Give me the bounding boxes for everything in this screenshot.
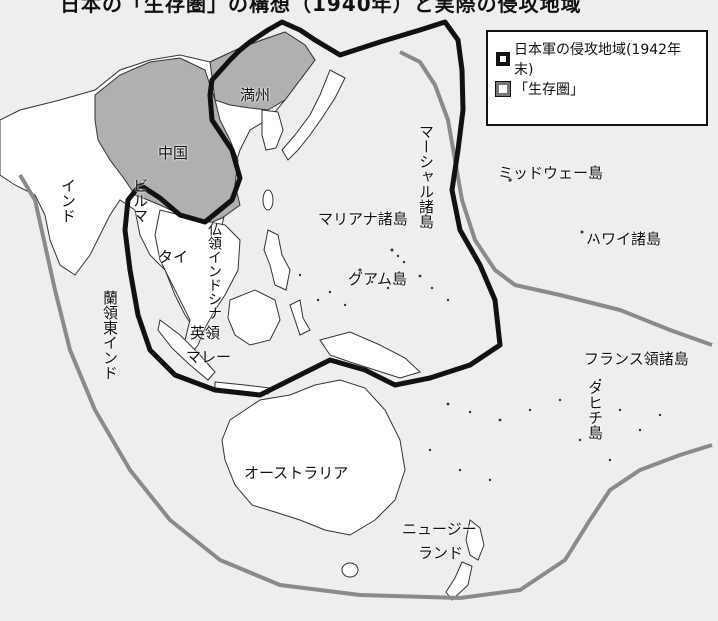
label-india: インド: [59, 178, 77, 223]
label-british-malaya-1: 英領: [190, 324, 221, 342]
region-philippines: [263, 229, 291, 291]
label-dutch-east-indies: 蘭領東インド: [101, 290, 119, 380]
legend: 日本軍の侵攻地域(1942年末) 「生存圏」: [486, 30, 708, 126]
legend-swatch-gray-outline: [495, 81, 511, 97]
region-china: [94, 57, 241, 226]
region-indochina: [154, 209, 241, 357]
label-new-zealand-2: ランド: [418, 544, 464, 562]
label-new-zealand-1: ニュージー: [402, 520, 477, 538]
region-korea: [261, 109, 284, 151]
region-new-guinea: [319, 331, 421, 379]
legend-label-invasion: 日本軍の侵攻地域(1942年末): [514, 42, 682, 78]
pacific-islands: [298, 178, 662, 482]
label-china: 中国: [158, 144, 189, 162]
region-australia: [221, 379, 406, 536]
label-british-malaya-2: マレー: [186, 348, 232, 366]
region-new-zealand: [445, 519, 485, 601]
label-burma: ビルマ: [131, 178, 149, 223]
map-title: 日本の「生存圏」の構想（1940年）と実際の侵攻地域: [60, 0, 582, 16]
legend-item-living-sphere: 「生存圏」: [495, 74, 698, 104]
legend-label-living-sphere: 「生存圏」: [514, 82, 584, 98]
label-mariana: マリアナ諸島: [318, 210, 408, 228]
label-midway: ミッドウェー島: [498, 164, 604, 182]
region-taiwan: [262, 189, 274, 211]
label-french-indochina: 仏領インドシナ: [206, 222, 222, 320]
label-marshall: マーシャル諸島: [417, 124, 435, 229]
legend-swatch-black-outline: [496, 52, 510, 66]
label-tahiti: タヒチ島: [586, 380, 604, 440]
label-hawaii: ハワイ諸島: [586, 230, 662, 248]
label-thailand: タイ: [158, 248, 189, 266]
region-borneo: [227, 289, 281, 346]
label-manchuria: 満州: [240, 86, 271, 104]
label-guam: グアム島: [348, 270, 407, 288]
label-french-polynesia: フランス領諸島: [584, 350, 689, 368]
invasion-boundary: [122, 19, 503, 398]
region-tasmania: [341, 562, 359, 578]
legend-item-invasion: 日本軍の侵攻地域(1942年末): [496, 42, 698, 78]
label-australia: オーストラリア: [244, 464, 349, 482]
region-japan: [281, 69, 346, 161]
living-sphere-boundary: [18, 50, 713, 600]
region-celebes: [289, 299, 311, 336]
region-sumatra: [157, 319, 216, 381]
